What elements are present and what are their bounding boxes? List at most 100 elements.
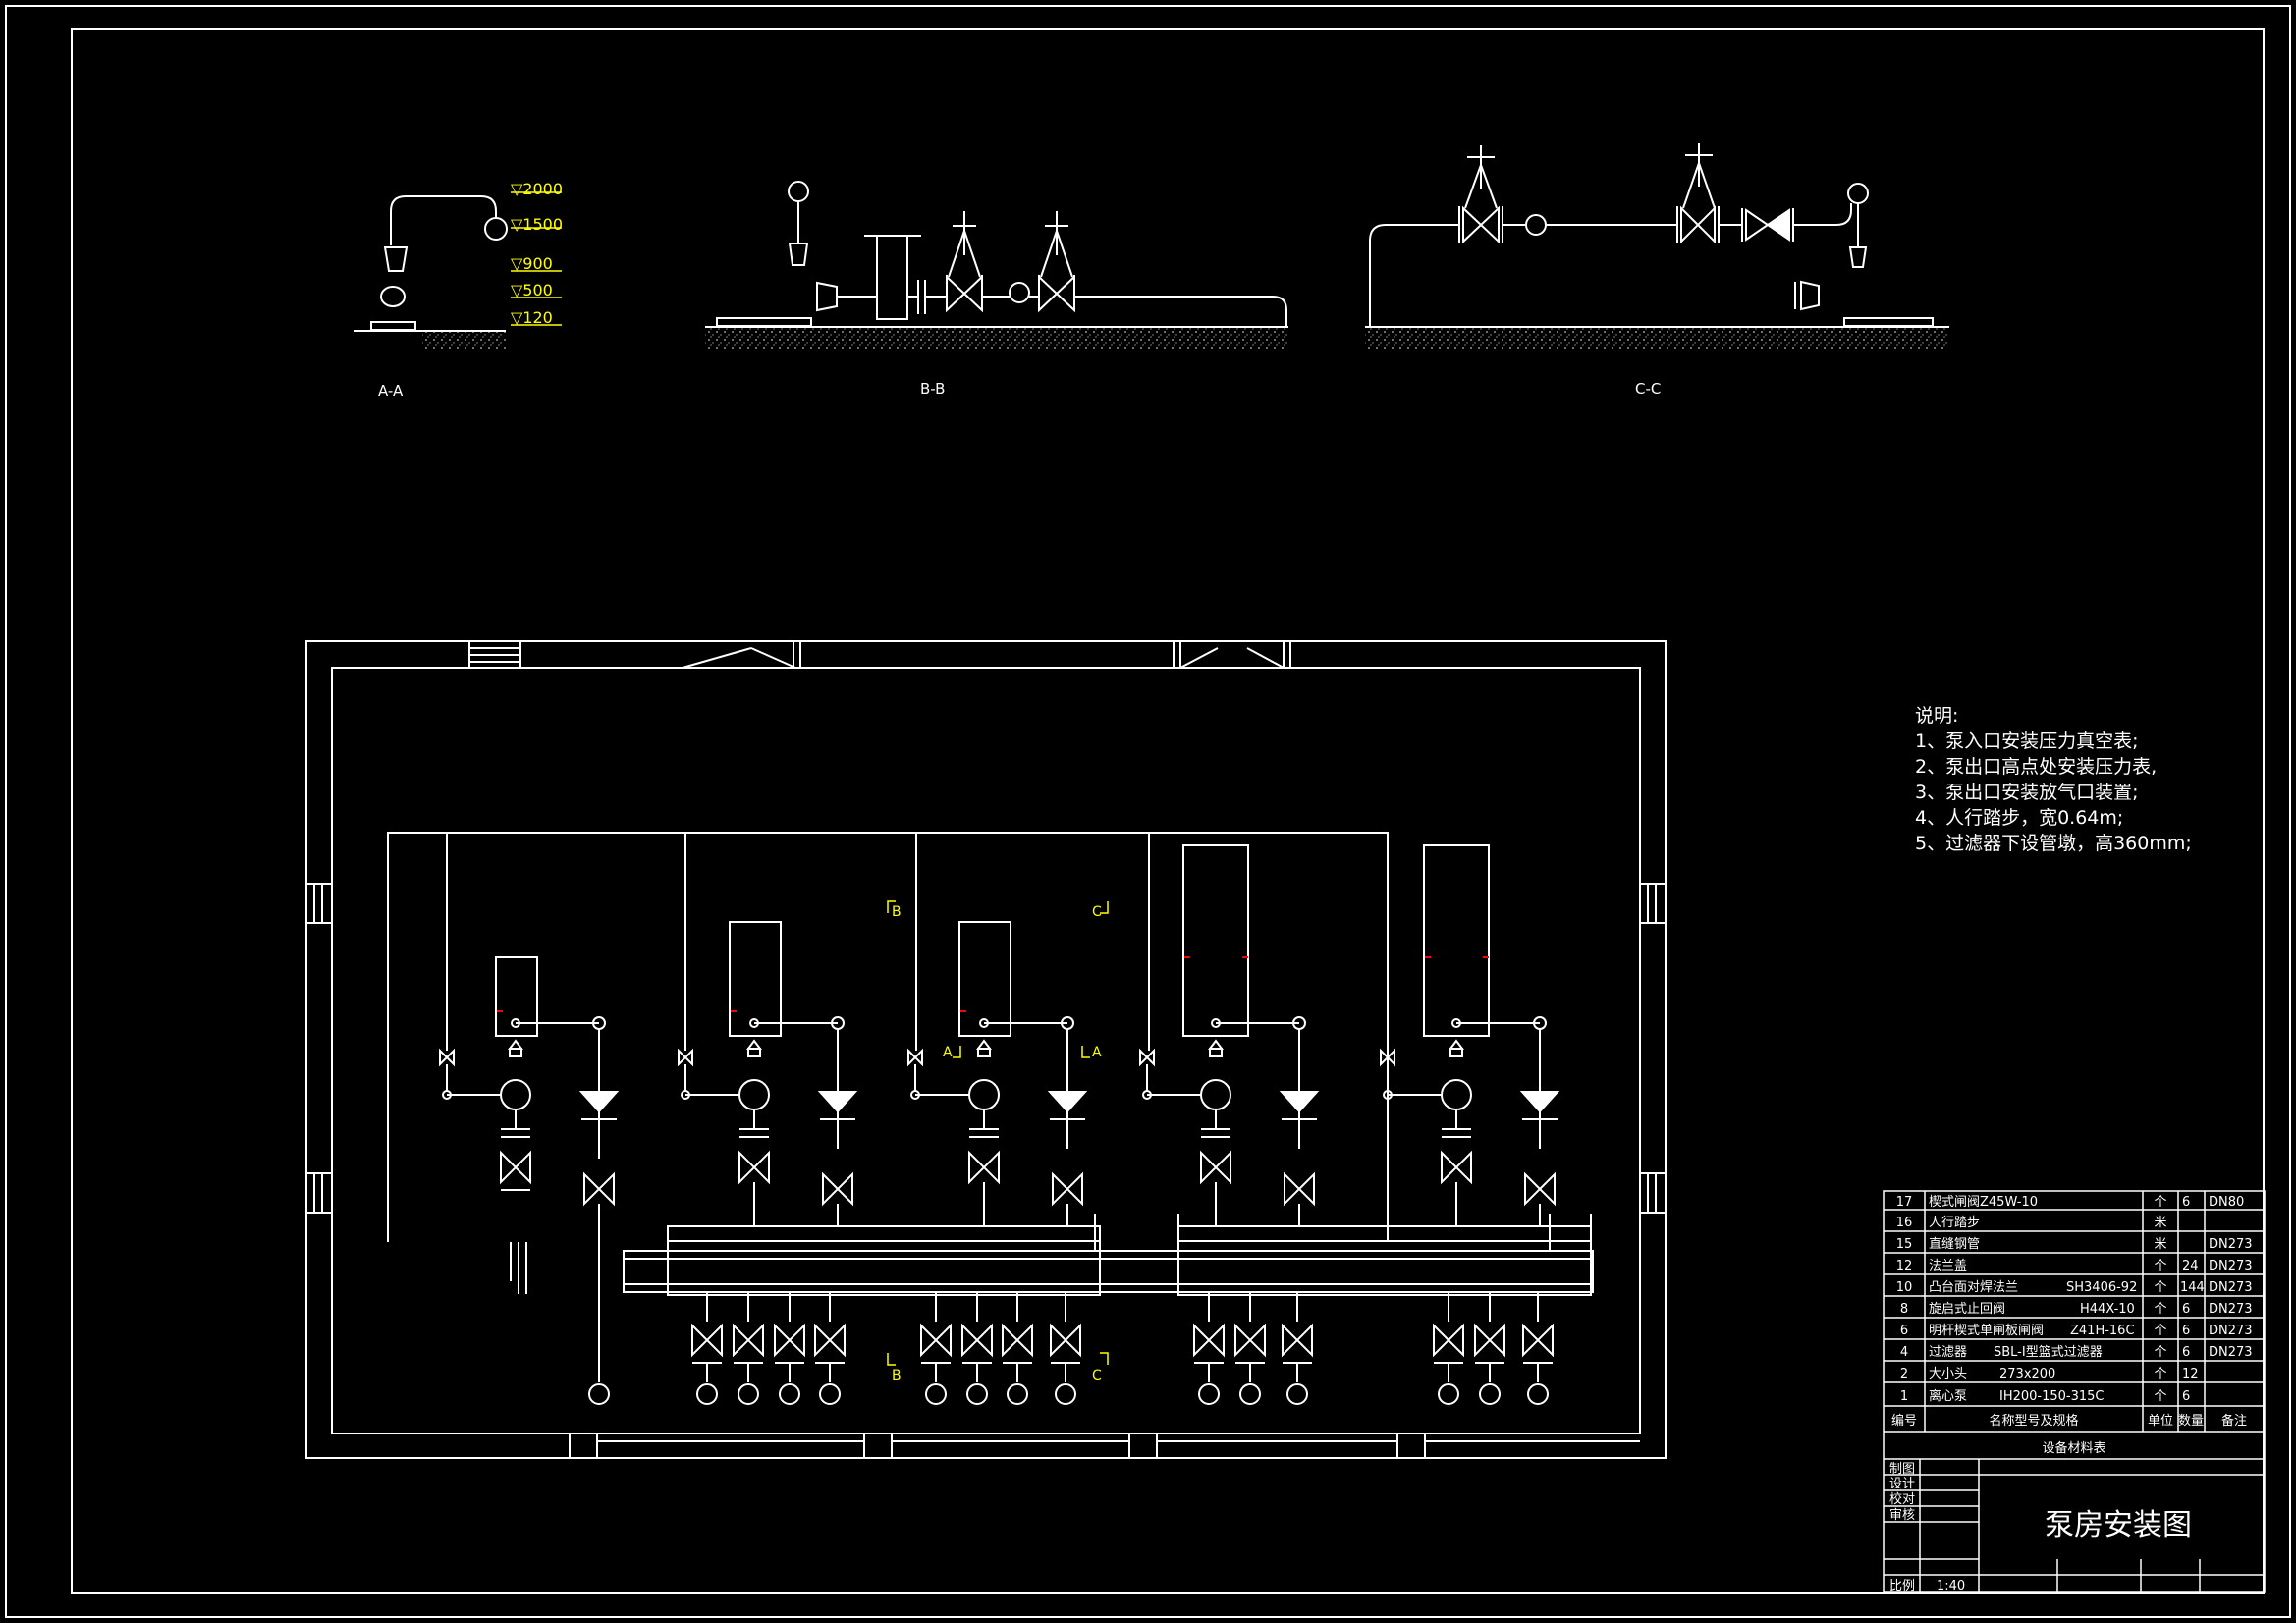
bom-header: 编号 名称型号及规格 单位 数量 备注 [1891, 1413, 2247, 1429]
bom-name: 明杆楔式单闸板闸阀 [1929, 1324, 2044, 1338]
bom-unit: 个 [2154, 1345, 2166, 1360]
notes-title: 说明: [1915, 705, 1959, 727]
bom-qty: 6 [2182, 1302, 2190, 1317]
bom-table: 17 楔式闸阀Z45W-10 个 6 DN80 16 人行踏步 米 15 直缝钢… [1891, 1195, 2253, 1456]
pump-units [439, 844, 1560, 1405]
notes-block: 说明: 1、泵入口安装压力真空表; 2、泵出口高点处安装压力表, 3、泵出口安装… [1915, 703, 2192, 856]
bom-unit: 个 [2154, 1259, 2166, 1273]
cut-mark-b-top: B [892, 904, 902, 920]
bom-no: 1 [1900, 1389, 1908, 1404]
bom-row: 4 过滤器 SBL-Ⅰ型篮式过滤器 个 6 DN273 [1900, 1345, 2253, 1360]
bom-row: 8 旋启式止回阀 H44X-10 个 6 DN273 [1900, 1302, 2253, 1317]
role-checked: 校对 [1889, 1491, 1915, 1507]
outlet-branches [691, 1291, 1554, 1405]
bom-spec: Z41H-16C [2070, 1324, 2135, 1338]
elevation-1500: ▽1500 [511, 215, 563, 234]
bom-name: 过滤器 [1929, 1345, 1967, 1360]
bom-header-remark: 备注 [2221, 1413, 2247, 1429]
bom-no: 10 [1896, 1280, 1913, 1295]
note-item: 5、过滤器下设管墩，高360mm; [1915, 833, 2192, 854]
bom-row: 16 人行踏步 米 [1896, 1216, 2167, 1230]
bom-spec: IH200-150-315C [1999, 1389, 2105, 1404]
bom-remark: DN273 [2209, 1259, 2253, 1273]
cut-mark-c-top: C [1092, 904, 1102, 920]
bom-spec: SBL-Ⅰ型篮式过滤器 [1994, 1345, 2103, 1360]
bom-remark: DN273 [2209, 1345, 2253, 1360]
bom-no: 4 [1900, 1345, 1908, 1360]
bom-remark: DN273 [2209, 1302, 2253, 1317]
bom-qty: 24 [2182, 1259, 2199, 1273]
bom-spec: SH3406-92 [2066, 1280, 2137, 1295]
role-approved: 审核 [1889, 1508, 1915, 1523]
bom-name: 直缝钢管 [1929, 1237, 1980, 1252]
bom-name: 楔式闸阀Z45W-10 [1929, 1195, 2038, 1210]
bom-qty: 6 [2182, 1195, 2190, 1210]
bom-unit: 米 [2154, 1237, 2166, 1252]
cut-mark-a-left: A [943, 1045, 953, 1060]
bom-unit: 个 [2154, 1367, 2166, 1381]
header-piping [387, 832, 1594, 1296]
bom-name: 凸台面对焊法兰 [1929, 1279, 2018, 1295]
bom-no: 2 [1900, 1367, 1908, 1381]
bom-header-name: 名称型号及规格 [1989, 1413, 2078, 1429]
bom-qty: 6 [2182, 1389, 2190, 1404]
bom-no: 15 [1896, 1237, 1913, 1252]
role-drafted: 制图 [1889, 1462, 1915, 1477]
cut-mark-a-right: A [1092, 1045, 1102, 1060]
role-designed: 设计 [1889, 1477, 1915, 1491]
bom-name: 法兰盖 [1929, 1259, 1967, 1273]
elevation-120: ▽120 [511, 308, 553, 327]
bom-no: 17 [1896, 1195, 1913, 1210]
cut-mark-b-bottom: B [892, 1368, 902, 1383]
title-block: 制图 设计 校对 审核 泵房安装图 比例 1:40 [1889, 1462, 2192, 1594]
bom-no: 6 [1900, 1324, 1908, 1338]
elevation-500: ▽500 [511, 281, 553, 299]
section-label-a-a: A-A [378, 382, 404, 400]
bom-row: 6 明杆楔式单闸板闸阀 Z41H-16C 个 6 DN273 [1900, 1324, 2253, 1338]
bom-header-qty: 数量 [2178, 1414, 2204, 1429]
scale-value: 1:40 [1937, 1579, 1965, 1594]
bom-row: 2 大小头 273x200 个 12 [1900, 1367, 2199, 1381]
section-label-b-b: B-B [920, 380, 945, 398]
section-cut-markers [887, 900, 1109, 1366]
bom-header-unit: 单位 [2148, 1414, 2173, 1429]
bom-spec: 273x200 [1999, 1367, 2055, 1381]
bom-row: 12 法兰盖 个 24 DN273 [1896, 1259, 2253, 1273]
note-item: 2、泵出口高点处安装压力表, [1915, 756, 2158, 778]
bom-qty: 6 [2182, 1324, 2190, 1338]
elevation-2000: ▽2000 [511, 180, 563, 198]
filter-accents [497, 956, 1489, 1012]
section-c-c [1365, 143, 1949, 350]
bom-header-no: 编号 [1891, 1414, 1917, 1429]
bom-remark: DN273 [2209, 1324, 2253, 1338]
building-plan [305, 640, 1667, 1459]
bom-unit: 个 [2154, 1389, 2166, 1404]
bom-unit: 个 [2154, 1195, 2166, 1210]
cut-mark-c-bottom: C [1092, 1368, 1102, 1383]
scale-label: 比例 [1889, 1579, 1915, 1594]
note-item: 3、泵出口安装放气口装置; [1915, 782, 2139, 803]
bom-remark: DN273 [2209, 1280, 2253, 1295]
drawing-frame [5, 5, 2291, 1618]
section-a-a [354, 195, 508, 350]
bom-unit: 个 [2154, 1302, 2166, 1317]
bom-no: 8 [1900, 1302, 1908, 1317]
bom-unit: 个 [2154, 1324, 2166, 1338]
bom-spec: H44X-10 [2080, 1302, 2135, 1317]
bom-row: 1 离心泵 IH200-150-315C 个 6 [1900, 1388, 2190, 1404]
bom-table-title: 设备材料表 [2042, 1440, 2105, 1456]
bom-unit: 米 [2154, 1216, 2166, 1230]
bom-unit: 个 [2154, 1280, 2166, 1295]
bom-remark: DN273 [2209, 1237, 2253, 1252]
elevation-900: ▽900 [511, 254, 553, 273]
drawing-title: 泵房安装图 [2045, 1508, 2192, 1542]
bom-row: 15 直缝钢管 米 DN273 [1896, 1237, 2253, 1252]
note-item: 4、人行踏步，宽0.64m; [1915, 807, 2124, 829]
bom-row: 17 楔式闸阀Z45W-10 个 6 DN80 [1896, 1195, 2245, 1210]
bom-name: 旋启式止回阀 [1929, 1302, 2005, 1317]
bom-no: 12 [1896, 1259, 1913, 1273]
bom-table-grid [1883, 1190, 2266, 1593]
bom-row: 10 凸台面对焊法兰 SH3406-92 个 144 DN273 [1896, 1279, 2253, 1295]
bom-name: 大小头 [1929, 1367, 1967, 1381]
